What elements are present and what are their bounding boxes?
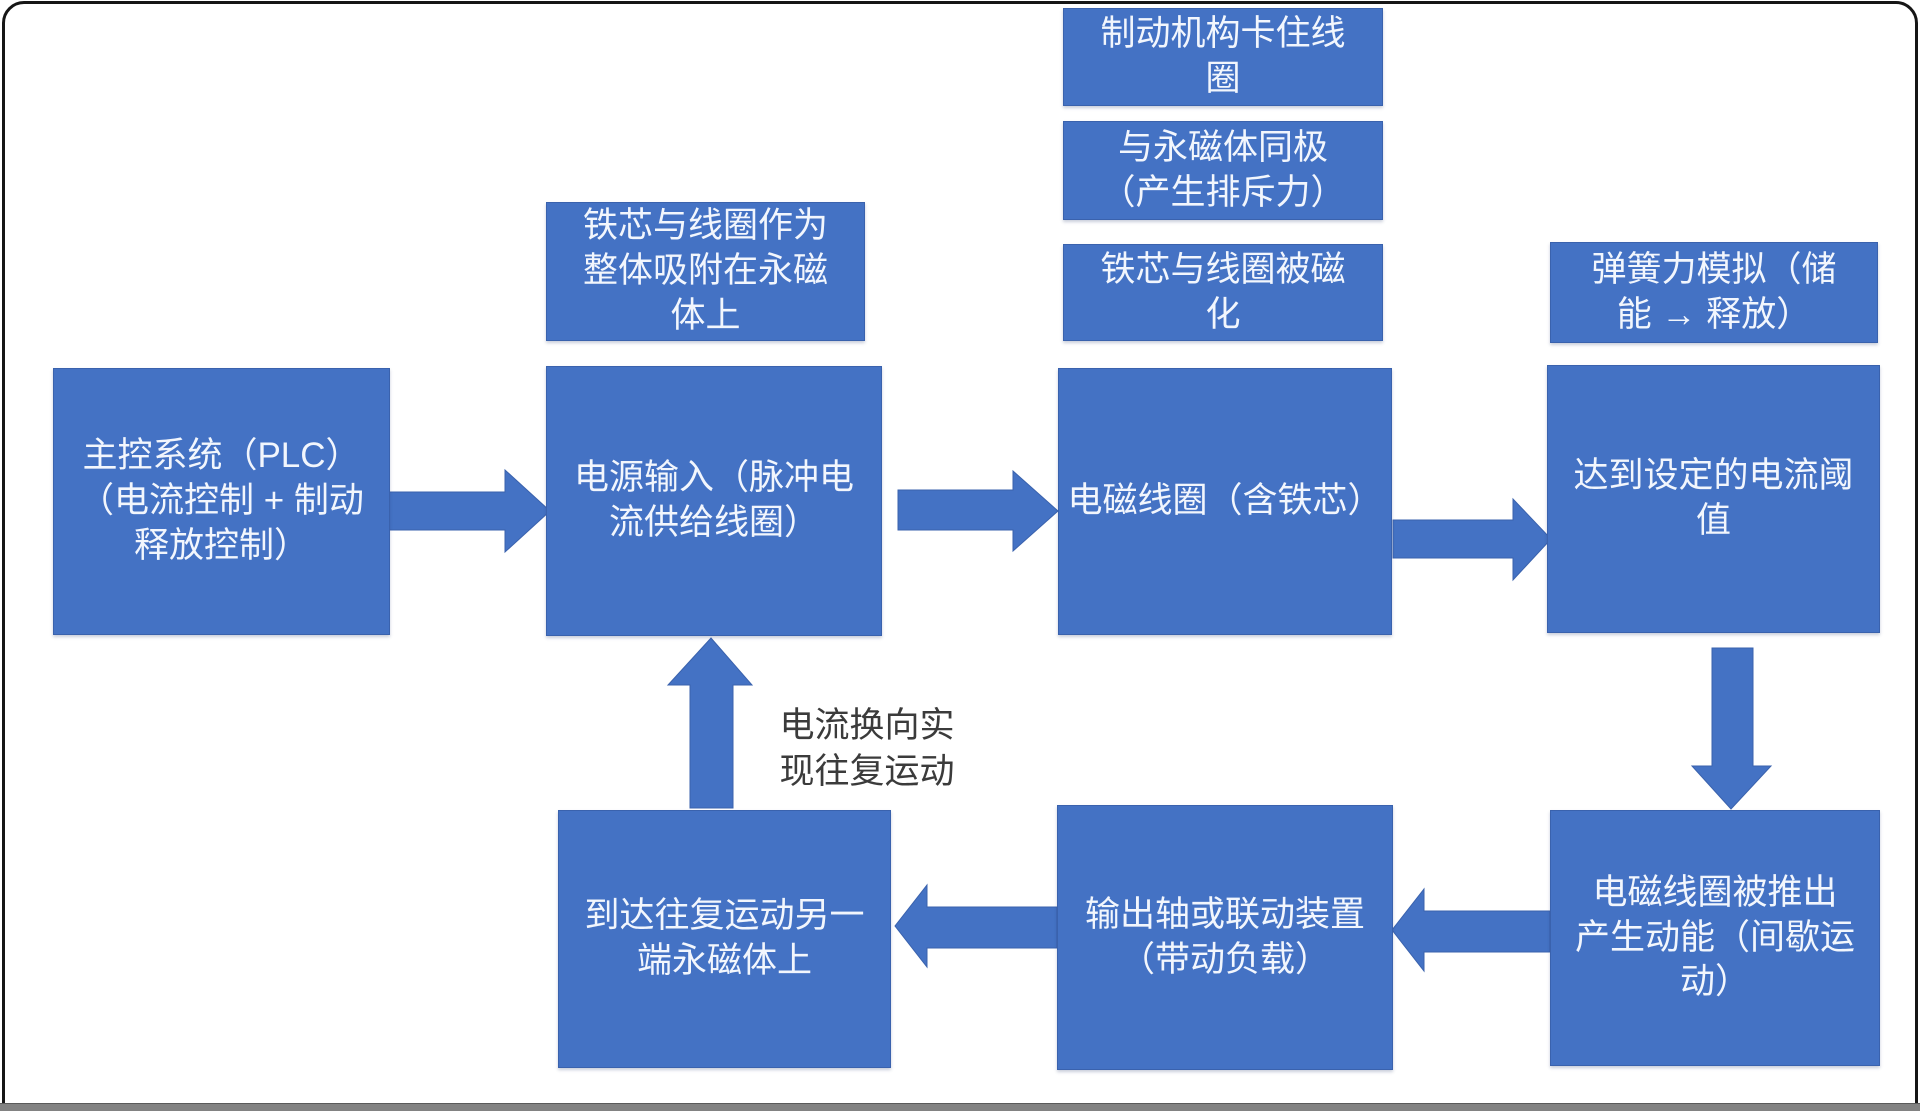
box-reach-other-end: 到达往复运动另一 端永磁体上 <box>558 810 891 1068</box>
box-note-spring-sim: 弹簧力模拟（储 能 → 释放） <box>1550 242 1878 343</box>
box-power-input: 电源输入（脉冲电 流供给线圈） <box>546 366 882 636</box>
arrow-plc-to-power <box>387 468 551 554</box>
arrow-output-to-reach <box>894 883 1058 969</box>
box-note-same-pole: 与永磁体同极 （产生排斥力） <box>1063 121 1383 220</box>
box-note-brake-lock: 制动机构卡住线 圈 <box>1063 8 1383 106</box>
box-em-coil: 电磁线圈（含铁芯） <box>1058 368 1392 635</box>
box-note-magnetized: 铁芯与线圈被磁 化 <box>1063 244 1383 341</box>
box-plc-control: 主控系统（PLC） （电流控制 + 制动 释放控制） <box>53 368 390 635</box>
arrow-pushed-to-output <box>1391 887 1551 973</box>
box-note-core-attached: 铁芯与线圈作为 整体吸附在永磁 体上 <box>546 202 865 341</box>
arrow-power-to-coil <box>897 469 1059 553</box>
box-coil-pushed: 电磁线圈被推出 产生动能（间歇运 动） <box>1550 810 1880 1066</box>
box-current-threshold: 达到设定的电流阈 值 <box>1547 365 1880 633</box>
arrow-coil-to-threshold <box>1392 497 1552 582</box>
box-output-shaft: 输出轴或联动装置 （带动负载） <box>1057 805 1393 1070</box>
arrow-threshold-to-pushed <box>1690 647 1773 810</box>
bottom-bar <box>0 1103 1920 1111</box>
arrow-reach-to-power <box>666 637 754 809</box>
arrow-annotation-label: 电流换向实 现往复运动 <box>779 706 955 791</box>
